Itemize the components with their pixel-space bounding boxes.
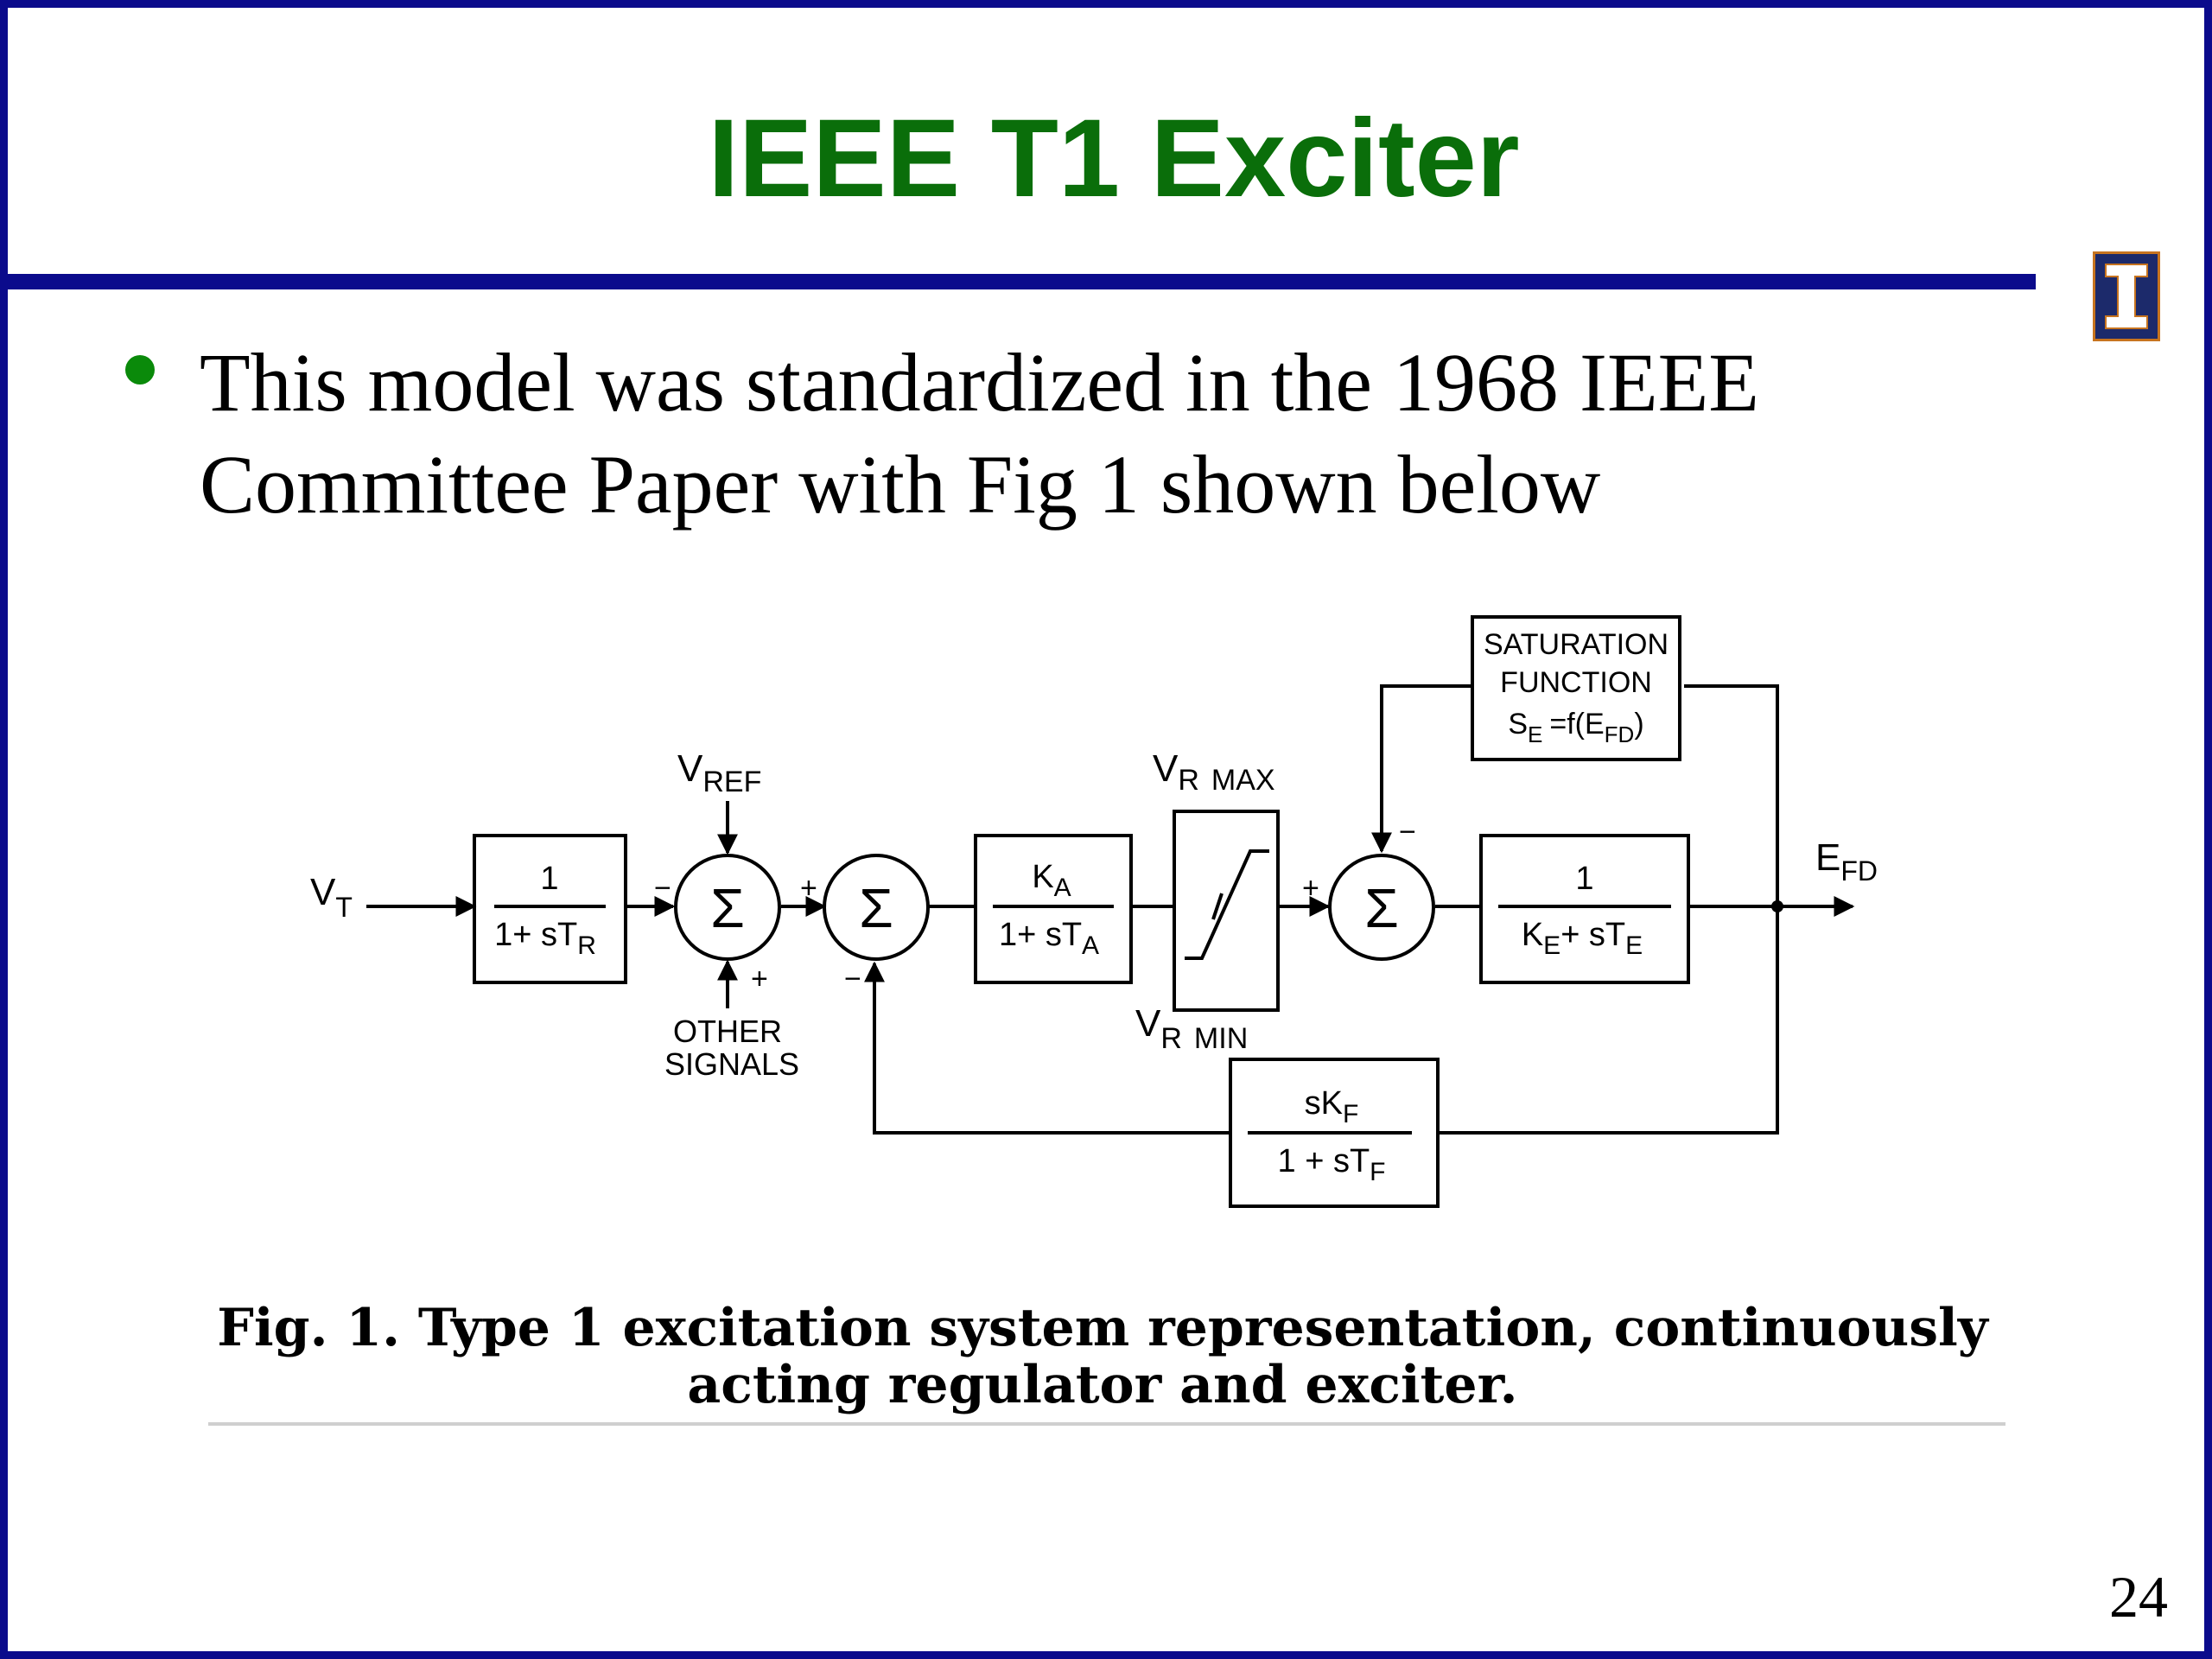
sat-line-2: FUNCTION xyxy=(1500,666,1652,699)
label-other-2: SIGNALS xyxy=(664,1046,799,1082)
wire-sat-to-sum3 xyxy=(1371,684,1472,854)
sum-junction-3 xyxy=(1328,854,1435,961)
block-transducer xyxy=(473,834,627,984)
slide-title: IEEE T1 Exciter xyxy=(708,97,1520,220)
ka-den: 1+ sTA xyxy=(999,917,1099,960)
sign-sum1-plus: + xyxy=(751,963,768,995)
block-saturation xyxy=(1471,615,1681,761)
wire-fb-right xyxy=(1438,906,1779,1135)
limiter-curve xyxy=(1185,849,1269,960)
label-other-1: OTHER xyxy=(673,1014,782,1049)
label-vref: VREF xyxy=(677,747,761,798)
kf-num: sKF xyxy=(1305,1085,1359,1128)
label-efd: EFD xyxy=(1815,836,1878,887)
figure-caption: Fig. 1. Type 1 excitation system represe… xyxy=(217,1298,1988,1415)
wire-fb-left xyxy=(864,961,1230,1135)
sign-sum3-minus: − xyxy=(1399,816,1416,849)
sign-sum2-minus: − xyxy=(844,963,861,995)
sign-sum3-plus: + xyxy=(1302,872,1319,905)
sign-sum1-minus: − xyxy=(654,872,671,905)
block-exciter xyxy=(1479,834,1690,984)
university-block-i-icon xyxy=(2093,251,2160,341)
block-limiter xyxy=(1173,810,1280,1012)
block-stabilizer xyxy=(1229,1058,1440,1208)
ke-num: 1 xyxy=(1575,861,1593,897)
sign-sum2-plus: + xyxy=(800,872,817,905)
ka-num: KA xyxy=(1032,859,1071,902)
bullet-text: This model was standardized in the 1968 … xyxy=(200,336,1759,531)
sum-junction-1 xyxy=(674,854,781,961)
page-number: 24 xyxy=(2109,1564,2168,1630)
sum-symbol-3: Σ xyxy=(1364,877,1399,939)
sum-junction-2 xyxy=(823,854,930,961)
tr-num: 1 xyxy=(540,861,558,897)
tr-den: 1+ sTR xyxy=(494,917,596,960)
label-vt: VT xyxy=(310,871,353,923)
sat-line-1: SATURATION xyxy=(1484,628,1669,661)
sum-symbol-2: Σ xyxy=(859,877,893,939)
pickoff-dot xyxy=(1771,900,1783,912)
kf-den: 1 + sTF xyxy=(1278,1143,1386,1186)
bullet-icon xyxy=(125,355,155,385)
block-regulator xyxy=(974,834,1133,984)
ke-den: KE+ sTE xyxy=(1522,917,1643,960)
title-divider xyxy=(8,274,2036,289)
wire-sat-loop xyxy=(1684,684,1779,906)
caption-divider xyxy=(208,1422,2005,1426)
sum-symbol-1: Σ xyxy=(710,877,745,939)
sat-line-3: SE=f(EFD) xyxy=(1508,708,1643,747)
